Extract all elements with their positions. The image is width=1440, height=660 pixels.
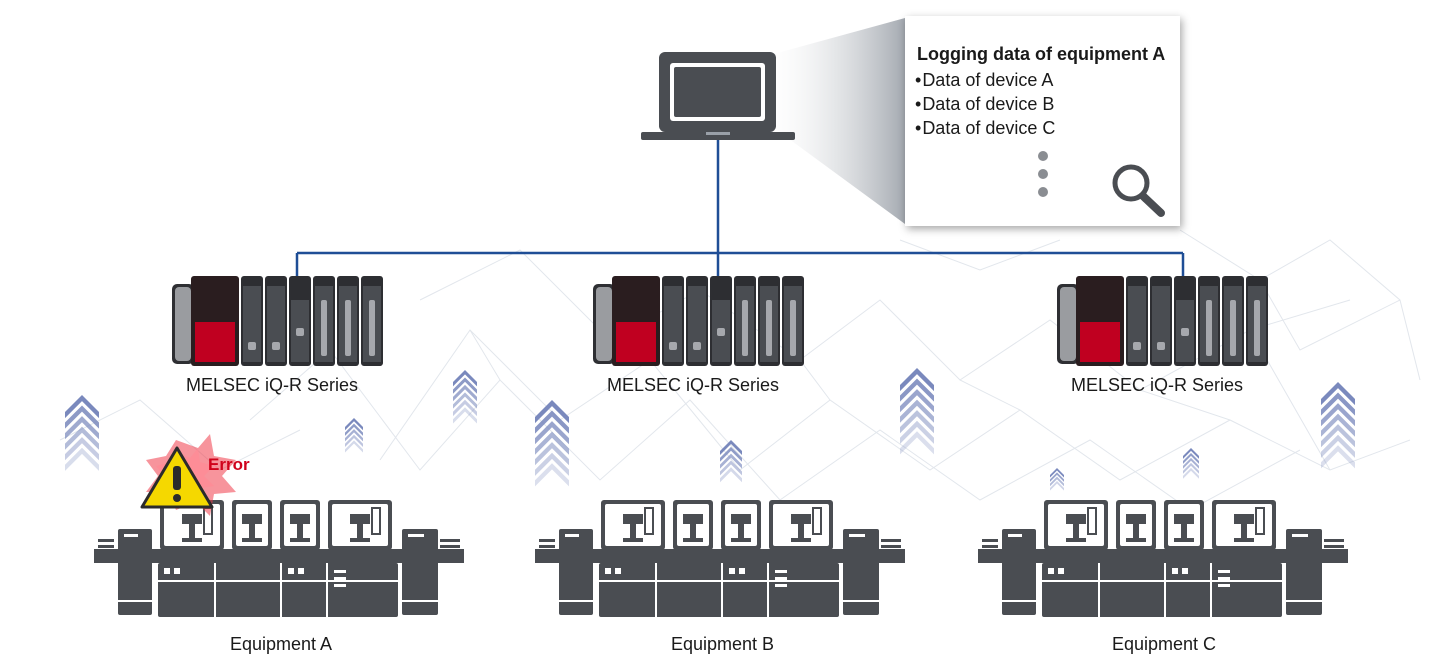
plc-label-a: MELSEC iQ-R Series: [186, 375, 359, 395]
logging-data-popup: Logging data of equipment A Data of devi…: [905, 16, 1180, 226]
plc-rack-icon: [593, 276, 804, 366]
data-upload-arrow-icon: [900, 368, 934, 455]
equipment-label-b: Equipment B: [671, 634, 775, 654]
data-upload-arrow-icon: [1321, 382, 1355, 469]
data-upload-arrow-icon: [65, 395, 99, 471]
popup-list-item: Data of device B: [915, 92, 1055, 116]
plc-rack-icon: [172, 276, 383, 366]
error-label: Error: [208, 455, 250, 474]
data-upload-arrow-icon: [1183, 448, 1199, 479]
data-upload-arrow-icon: [453, 370, 477, 424]
equipment-label-c: Equipment C: [1112, 634, 1217, 654]
popup-list-item: Data of device A: [915, 68, 1055, 92]
plc-rack-icon: [1057, 276, 1268, 366]
plc-label-c: MELSEC iQ-R Series: [1071, 375, 1244, 395]
equipment-machine-icon: [535, 500, 905, 617]
popup-list-item: Data of device C: [915, 116, 1055, 140]
ellipsis-icon: [1038, 151, 1048, 197]
data-upload-arrow-icon: [720, 440, 742, 483]
data-upload-arrow-icon: [1050, 468, 1064, 491]
network-bus: [295, 140, 1185, 278]
data-upload-arrow-icon: [535, 400, 569, 487]
equipment-label-a: Equipment A: [230, 634, 333, 654]
data-upload-arrow-icon: [345, 418, 363, 453]
plc-label-b: MELSEC iQ-R Series: [607, 375, 780, 395]
background-network-mesh: [59, 229, 1421, 511]
popup-graphics: [1038, 151, 1165, 217]
equipment-machine-icon: [978, 500, 1348, 617]
zoom-beam: [770, 18, 905, 224]
popup-title: Logging data of equipment A: [917, 44, 1166, 64]
popup-data-list: Data of device A Data of device B Data o…: [915, 68, 1055, 140]
equipment-machine-icon: [94, 500, 464, 617]
warning-icon: [140, 434, 236, 516]
laptop-icon: [641, 52, 795, 140]
magnifier-icon[interactable]: [1112, 164, 1165, 217]
